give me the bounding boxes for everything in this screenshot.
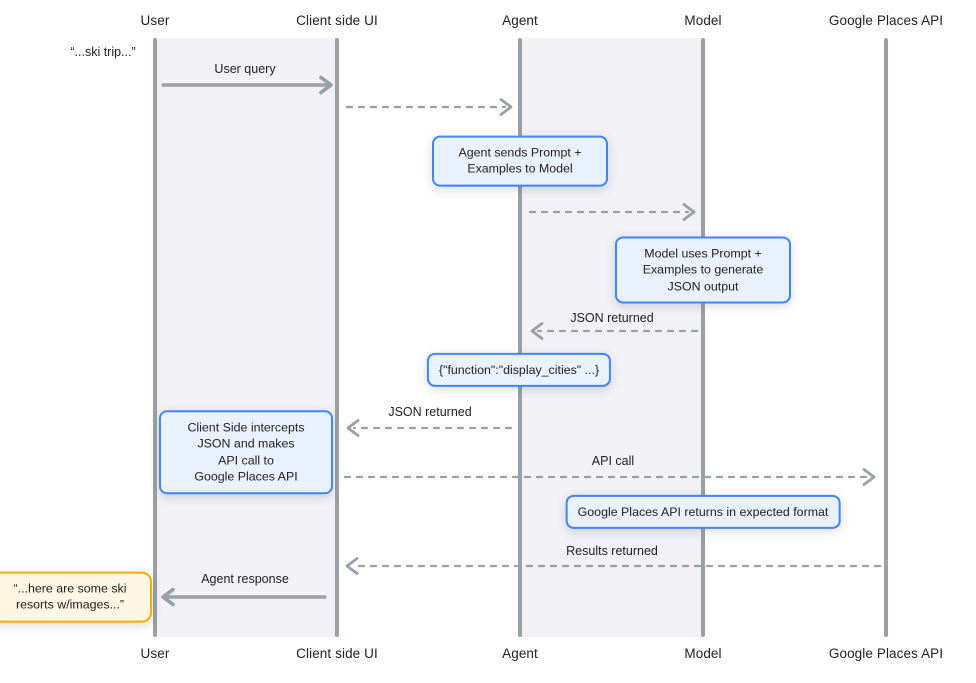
note-agent-sends-prompt: Agent sends Prompt + Examples to Model bbox=[432, 135, 608, 187]
activation-band bbox=[155, 38, 337, 637]
actor-label-model-top: Model bbox=[684, 13, 722, 28]
message-arrow-ui-to-agent bbox=[345, 98, 513, 116]
note-here-are-ski-resorts: “...here are some ski resorts w/images..… bbox=[0, 571, 152, 623]
message-arrow-agent-to-model bbox=[528, 203, 696, 221]
lifeline-model bbox=[701, 38, 705, 637]
annotation-ski-trip: “...ski trip...” bbox=[70, 45, 136, 59]
message-label-api-call: API call bbox=[591, 454, 635, 468]
message-label-agent-response: Agent response bbox=[201, 572, 289, 586]
message-label-json-returned-model: JSON returned bbox=[570, 311, 654, 325]
lifeline-user bbox=[153, 38, 157, 637]
message-label-results-returned: Results returned bbox=[566, 544, 658, 558]
actor-label-google-places-api-top: Google Places API bbox=[828, 13, 944, 28]
lifeline-client-side-ui bbox=[335, 38, 339, 637]
actor-label-model-bottom: Model bbox=[684, 646, 722, 661]
actor-label-google-places-api-bottom: Google Places API bbox=[828, 646, 944, 661]
actor-label-agent-top: Agent bbox=[502, 13, 538, 28]
lifeline-google-places-api bbox=[884, 38, 888, 637]
message-arrow-json-returned-model bbox=[530, 322, 699, 340]
message-arrow-results-returned bbox=[345, 557, 882, 575]
message-arrow-user-query bbox=[161, 75, 333, 95]
actor-label-client-side-ui-bottom: Client side UI bbox=[296, 646, 378, 661]
actor-label-user-top: User bbox=[140, 13, 170, 28]
actor-label-user-bottom: User bbox=[140, 646, 170, 661]
note-model-uses-prompt: Model uses Prompt + Examples to generate… bbox=[615, 236, 791, 304]
message-arrow-api-call bbox=[343, 468, 876, 486]
message-arrow-agent-response bbox=[161, 587, 327, 607]
note-google-places-returns: Google Places API returns in expected fo… bbox=[565, 494, 841, 530]
message-label-json-returned-agent: JSON returned bbox=[388, 405, 472, 419]
actor-label-agent-bottom: Agent bbox=[502, 646, 538, 661]
lifeline-agent bbox=[518, 38, 522, 637]
actor-label-client-side-ui-top: Client side UI bbox=[296, 13, 378, 28]
note-function-display-cities: {"function":"display_cities" ...} bbox=[426, 352, 612, 388]
message-label-user-query: User query bbox=[214, 62, 276, 76]
message-arrow-json-returned-agent bbox=[346, 419, 513, 437]
note-client-side-intercepts: Client Side intercepts JSON and makes AP… bbox=[159, 410, 333, 494]
